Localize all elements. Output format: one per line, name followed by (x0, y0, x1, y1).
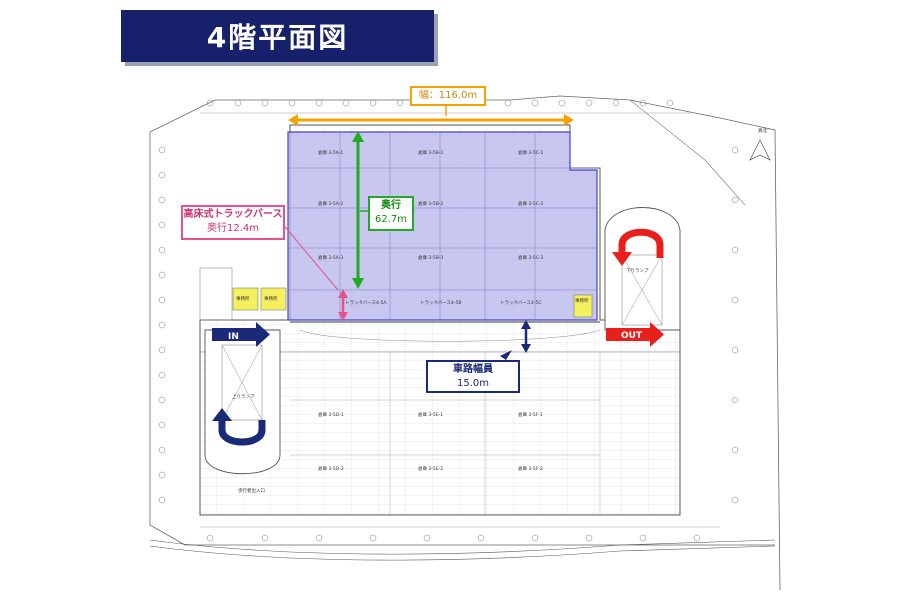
warehouse-label: 倉庫 3-5F-1 (518, 413, 543, 418)
road-callout-value: 15.0m (456, 378, 489, 389)
berth-a-label: トラックバース4-5A (345, 301, 387, 306)
in-label: IN (228, 332, 239, 342)
warehouse-label: 倉庫 3-5A-3 (318, 256, 344, 261)
warehouse-highlight (287, 131, 598, 321)
office-c-label: 事務所 (575, 299, 589, 304)
out-label: OUT (621, 331, 643, 341)
grid-markers-side (158, 146, 739, 504)
north-arrow-icon (749, 139, 771, 161)
depth-arrow (352, 131, 368, 289)
office-b-label: 事務所 (264, 297, 278, 302)
berth-arrow (280, 221, 348, 321)
warehouse-label: 倉庫 3-5C-2 (518, 202, 544, 207)
warehouse-label: 倉庫 3-5D-1 (318, 413, 344, 418)
grid-markers-top (206, 99, 674, 107)
warehouse-label: 倉庫 3-5A-2 (318, 202, 344, 207)
width-callout: 幅：116.0m (410, 86, 486, 106)
office-a (232, 287, 259, 311)
berth-callout: 高床式トラックバース 奥行12.4m (181, 205, 285, 240)
depth-callout: 奥行 62.7m (368, 196, 414, 231)
warehouse-label: 倉庫 3-5E-2 (418, 467, 444, 472)
warehouse-label: 倉庫 3-5B-1 (418, 151, 444, 156)
site-boundary-south (149, 132, 775, 546)
warehouse-label: 倉庫 3-5B-3 (418, 256, 444, 261)
berth-callout-value: 奥行12.4m (206, 223, 259, 234)
warehouse-label: 倉庫 3-5A-1 (318, 151, 344, 156)
warehouse-label: 倉庫 3-5C-1 (518, 151, 544, 156)
road-callout: 車路幅員 15.0m (426, 360, 520, 393)
north-label: 真北 (758, 129, 767, 134)
office-c (573, 294, 593, 318)
ramp-down-label: 下りランプ (626, 269, 649, 274)
road-arrow (500, 320, 531, 360)
depth-callout-title: 奥行 (381, 200, 401, 211)
warehouse-label: 倉庫 3-5B-2 (418, 202, 444, 207)
width-callout-text: 幅：116.0m (418, 90, 478, 101)
road-callout-title: 車路幅員 (453, 364, 493, 375)
depth-callout-value: 62.7m (374, 214, 407, 225)
warehouse-label: 倉庫 3-5D-2 (318, 467, 344, 472)
rail-line (149, 539, 776, 555)
berth-b-label: トラックバース4-5B (420, 301, 462, 306)
ramp-arrow-red (612, 228, 664, 266)
grid-markers-bottom (206, 534, 701, 542)
ramp-left (204, 329, 281, 475)
out-arrow (606, 322, 664, 347)
warehouse-label: 倉庫 3-5F-2 (518, 467, 543, 472)
width-arrow (288, 104, 574, 126)
office-b (260, 287, 287, 311)
entrance-label: 歩行者出入口 (238, 489, 265, 494)
warehouse-label: 倉庫 3-5E-1 (418, 413, 444, 418)
in-arrow (212, 322, 270, 347)
office-a-label: 事務所 (236, 297, 250, 302)
berth-c-label: トラックバース4-5C (500, 301, 542, 306)
page-title: 4階平面図 (121, 10, 434, 62)
ramp-up-label: 上りランプ (232, 395, 255, 400)
warehouse-label: 倉庫 3-5C-3 (518, 256, 544, 261)
ramp-arrow-navy (212, 408, 266, 446)
berth-callout-title: 高床式トラックバース (183, 209, 283, 220)
